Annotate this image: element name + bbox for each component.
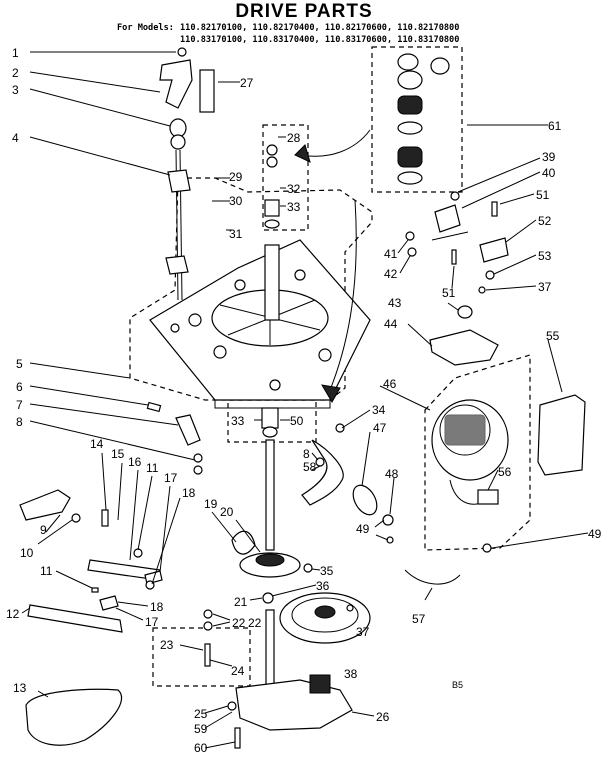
callout-20: 20 <box>220 505 234 519</box>
callout-56: 56 <box>498 465 512 479</box>
motor-46 <box>431 399 509 505</box>
callout-49-right: 49 <box>588 527 602 541</box>
callout-42: 42 <box>384 267 398 281</box>
callout-49-left: 49 <box>356 522 370 536</box>
drive-pulley-38 <box>279 592 371 644</box>
callout-12: 12 <box>6 607 20 621</box>
models-line-1: 110.82170100, 110.82170400, 110.82170600… <box>180 23 459 33</box>
callout-46: 46 <box>383 377 397 391</box>
group-box-23-24 <box>152 627 251 687</box>
callout-32: 32 <box>287 182 301 196</box>
callout-1: 1 <box>12 46 19 60</box>
callout-35: 35 <box>320 564 334 578</box>
callout-38: 38 <box>344 667 358 681</box>
callout-23: 23 <box>160 638 174 652</box>
callout-26: 26 <box>376 710 390 724</box>
callout-6: 6 <box>16 380 23 394</box>
capacitor-47 <box>352 484 378 516</box>
motor-bracket-assembly <box>405 191 509 366</box>
callout-3: 3 <box>12 83 19 97</box>
callout-25: 25 <box>194 707 208 721</box>
callout-17-lower: 17 <box>145 615 159 629</box>
arrow-head-upper <box>294 144 311 163</box>
callout-30: 30 <box>229 194 243 208</box>
models-line-2: 110.83170100, 110.83170400, 110.83170600… <box>180 35 459 45</box>
leader-lines <box>21 51 589 749</box>
callout-33-upper: 33 <box>287 200 301 214</box>
callout-22: 22 <box>232 616 246 630</box>
callout-8-mid: 8 <box>303 447 310 461</box>
callout-41: 41 <box>384 247 398 261</box>
brake-assembly <box>19 401 203 633</box>
arrow-61-to-shaft <box>299 129 371 157</box>
center-shaft <box>261 144 280 551</box>
callout-43: 43 <box>388 296 402 310</box>
callout-60: 60 <box>194 741 208 755</box>
callout-44: 44 <box>384 317 398 331</box>
callout-27: 27 <box>240 76 254 90</box>
callout-16: 16 <box>128 455 142 469</box>
callout-29: 29 <box>229 170 243 184</box>
callout-37-right: 37 <box>538 280 552 294</box>
callout-9: 9 <box>40 523 47 537</box>
callout-11-lower: 11 <box>40 564 53 578</box>
callout-numbers: 1 2 3 4 27 28 29 30 31 32 33 61 39 40 51… <box>6 46 602 755</box>
arrow-61-to-base <box>329 199 357 391</box>
transmission-assembly <box>203 530 353 749</box>
callout-58: 58 <box>303 460 317 474</box>
callout-47: 47 <box>373 421 387 435</box>
callout-18-upper: 18 <box>182 486 196 500</box>
callout-40: 40 <box>542 166 556 180</box>
callout-14: 14 <box>90 437 104 451</box>
group-box-61 <box>371 46 463 193</box>
callout-36: 36 <box>316 579 330 593</box>
callout-39: 39 <box>542 150 556 164</box>
callout-21: 21 <box>234 595 248 609</box>
diagram-title: DRIVE PARTS <box>235 1 372 22</box>
callout-18-lower: 18 <box>150 600 164 614</box>
models-prefix: For Models: <box>117 23 174 33</box>
callout-34: 34 <box>372 403 386 417</box>
callout-53: 53 <box>538 249 552 263</box>
callout-17-upper: 17 <box>164 471 178 485</box>
callout-31: 31 <box>229 227 243 241</box>
callout-11-upper: 11 <box>146 461 159 475</box>
callout-4: 4 <box>12 131 19 145</box>
callout-2: 2 <box>12 66 19 80</box>
callout-52: 52 <box>538 214 552 228</box>
coupling-27 <box>199 69 215 113</box>
callout-50: 50 <box>290 414 304 428</box>
callout-10: 10 <box>20 546 34 560</box>
callout-7: 7 <box>16 398 23 412</box>
callout-13: 13 <box>13 681 27 695</box>
pump-bracket-assembly <box>159 47 193 301</box>
callout-61: 61 <box>548 119 562 133</box>
screw-49 <box>482 543 492 553</box>
group-box-28-33 <box>262 124 309 231</box>
callout-37-lower: 37 <box>356 625 370 639</box>
seal-kit-61 <box>397 53 450 185</box>
drain-hose-58 <box>301 439 344 506</box>
callout-15: 15 <box>111 447 125 461</box>
callout-57: 57 <box>412 612 426 626</box>
callout-22-b: 22 <box>248 616 262 630</box>
callout-55: 55 <box>546 329 560 343</box>
callout-24: 24 <box>231 664 245 678</box>
callout-19: 19 <box>204 497 218 511</box>
callout-51-lower: 51 <box>442 286 456 300</box>
diagram-code: B5 <box>452 680 463 690</box>
arrow-head-lower <box>321 384 341 403</box>
callout-51-upper: 51 <box>536 188 550 202</box>
callout-8-left: 8 <box>16 415 23 429</box>
lid-switch-55 <box>537 394 586 476</box>
callout-5: 5 <box>16 357 23 371</box>
clamp-57 <box>404 569 461 585</box>
callout-28: 28 <box>287 131 301 145</box>
belt-13 <box>25 688 123 746</box>
callout-48: 48 <box>385 467 399 481</box>
callout-33-lower: 33 <box>231 414 245 428</box>
callout-59: 59 <box>194 722 208 736</box>
